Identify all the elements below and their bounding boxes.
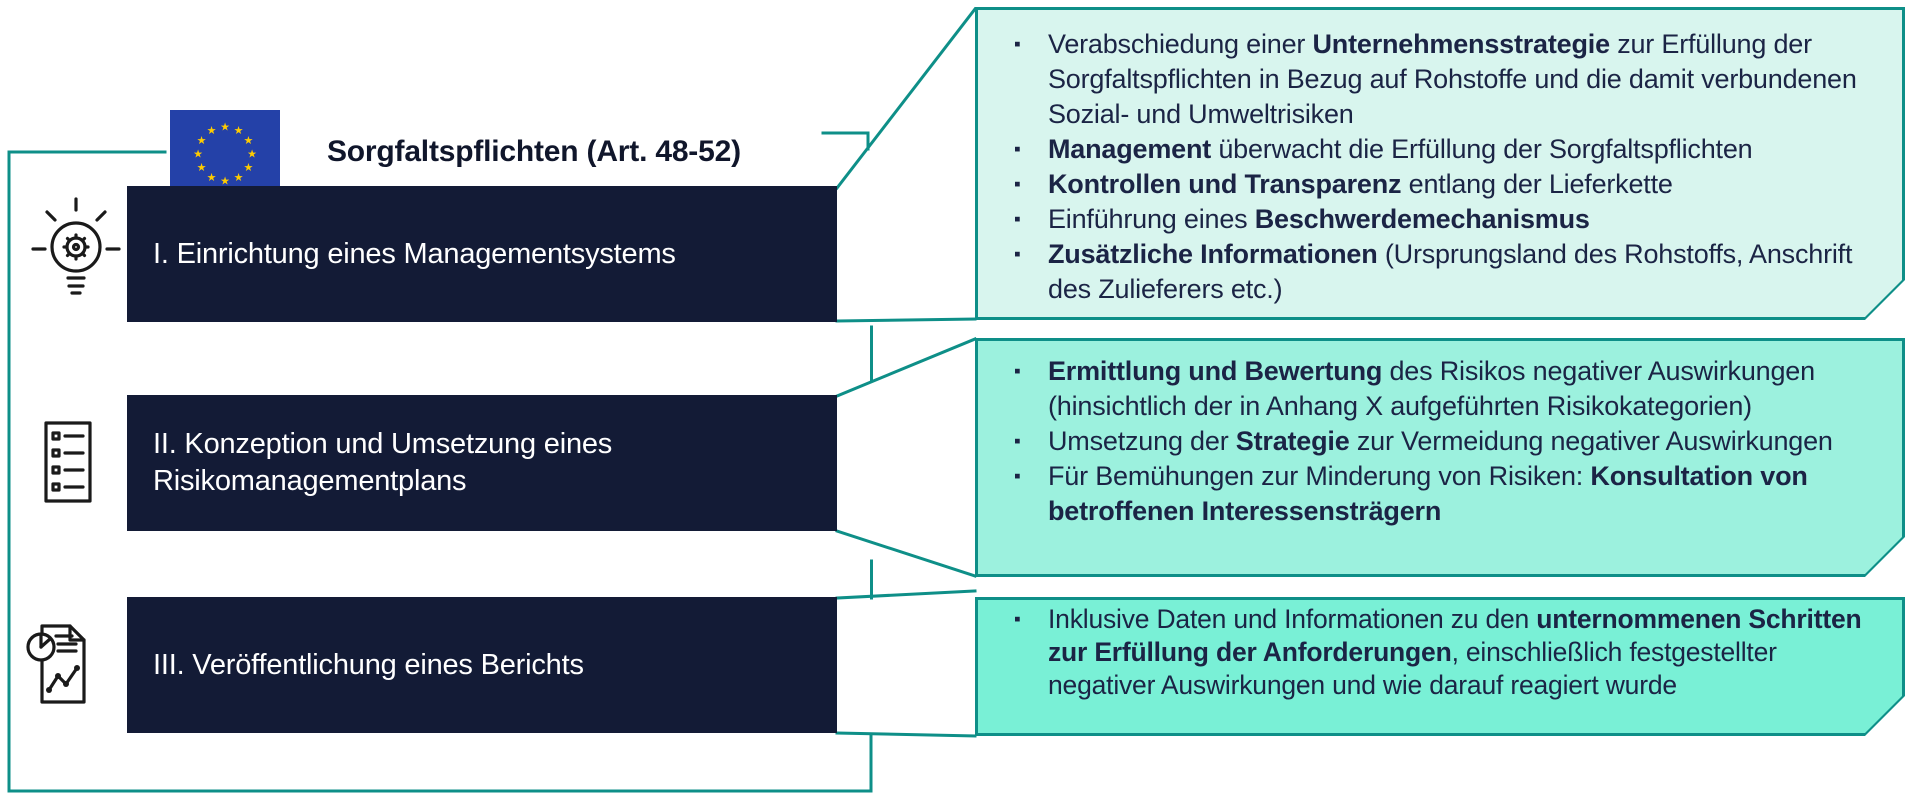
bullet-item: ▪ Für Bemühungen zur Minderung von Risike… [1014,459,1888,529]
step-1-label: I. Einrichtung eines Managementsystems [153,237,676,270]
eu-flag-icon: ★★★★★★★★★★★★ [170,110,280,198]
square-bullet-icon: ▪ [1014,431,1021,452]
step-3-label: III. Veröffentlichung eines Berichts [153,648,584,681]
bullet-text: Inklusive Daten und Informationen zu den… [1048,604,1862,700]
bullet-item: ▪ Verabschiedung einer Unternehmensstrate… [1014,27,1888,132]
callout-box-3-bullets: ▪ Inklusive Daten und Informationen zu de… [978,600,1902,733]
funnel-3-top-line [835,589,977,600]
svg-text:★: ★ [220,175,230,188]
svg-text:★: ★ [243,134,253,147]
callout-box-2-fill: ▪ Ermittlung und Bewertung des Risikos ne… [978,341,1902,574]
bullet-text: Ermittlung und Bewertung des Risikos neg… [1048,356,1815,421]
svg-text:★: ★ [207,124,217,137]
svg-text:★: ★ [197,161,207,174]
svg-text:★: ★ [197,134,207,147]
bullet-item: ▪ Einführung eines Beschwerdemechanismus [1014,202,1888,237]
svg-text:★: ★ [234,124,244,137]
checklist-icon [44,421,92,503]
funnel-3-bottom-line [835,731,977,738]
bullet-text: Umsetzung der Strategie zur Vermeidung n… [1048,426,1833,456]
callout-box-3: ▪ Inklusive Daten und Informationen zu de… [975,597,1905,736]
bullet-item: ▪ Ermittlung und Bewertung des Risikos ne… [1014,354,1888,424]
callout-box-1-bullets: ▪ Verabschiedung einer Unternehmensstrate… [978,10,1902,317]
funnel-2-top-line [835,337,977,398]
bullet-text: Verabschiedung einer Unternehmensstrateg… [1048,29,1857,129]
step-box-3: III. Veröffentlichung eines Berichts [127,597,837,733]
square-bullet-icon: ▪ [1014,139,1021,160]
callout-box-1-fill: ▪ Verabschiedung einer Unternehmensstrate… [978,10,1902,317]
eu-stars: ★★★★★★★★★★★★ [193,121,257,188]
step-box-2: II. Konzeption und Umsetzung eines Risik… [127,395,837,531]
svg-text:★: ★ [207,171,217,184]
idea-lightbulb-gear-icon [30,197,122,303]
bullet-item: ▪ Inklusive Daten und Informationen zu de… [1014,603,1888,702]
svg-text:★: ★ [234,171,244,184]
bullet-item: ▪ Umsetzung der Strategie zur Vermeidung … [1014,424,1888,459]
page-title: Sorgfaltspflichten (Art. 48-52) [327,135,741,168]
callout-box-2-bullets: ▪ Ermittlung und Bewertung des Risikos ne… [978,341,1902,574]
callout-box-1: ▪ Verabschiedung einer Unternehmensstrate… [975,7,1905,320]
svg-text:★: ★ [243,161,253,174]
funnel-2-bottom-line [835,529,977,578]
step-2-label: II. Konzeption und Umsetzung eines Risik… [153,428,613,497]
callout-box-2: ▪ Ermittlung und Bewertung des Risikos ne… [975,338,1905,577]
bullet-text: Management überwacht die Erfüllung der S… [1048,134,1753,164]
bullet-text: Einführung eines Beschwerdemechanismus [1048,204,1590,234]
svg-text:★: ★ [220,121,230,134]
square-bullet-icon: ▪ [1014,361,1021,382]
bullet-text: Kontrollen und Transparenz entlang der L… [1048,169,1673,199]
square-bullet-icon: ▪ [1014,34,1021,55]
callout-box-3-fill: ▪ Inklusive Daten und Informationen zu de… [978,600,1902,733]
svg-text:★: ★ [193,148,203,161]
bullet-item: ▪ Management überwacht die Erfüllung der … [1014,132,1888,167]
bullet-item: ▪ Kontrollen und Transparenz entlang der … [1014,167,1888,202]
square-bullet-icon: ▪ [1014,609,1021,630]
title-connector-line [821,131,870,151]
report-document-icon [26,620,88,708]
step-box-1: I. Einrichtung eines Managementsystems [127,186,837,322]
square-bullet-icon: ▪ [1014,174,1021,195]
left-bracket-line [7,150,873,793]
funnel-1-bottom-line [835,317,977,323]
bullet-text: Für Bemühungen zur Minderung von Risiken… [1048,461,1808,526]
bullet-text: Zusätzliche Informationen (Ursprungsland… [1048,239,1853,304]
bullet-item: ▪ Zusätzliche Informationen (Ursprungslan… [1014,237,1888,307]
square-bullet-icon: ▪ [1014,244,1021,265]
funnel-1-top-line [834,6,978,191]
square-bullet-icon: ▪ [1014,466,1021,487]
svg-text:★: ★ [247,148,257,161]
square-bullet-icon: ▪ [1014,209,1021,230]
